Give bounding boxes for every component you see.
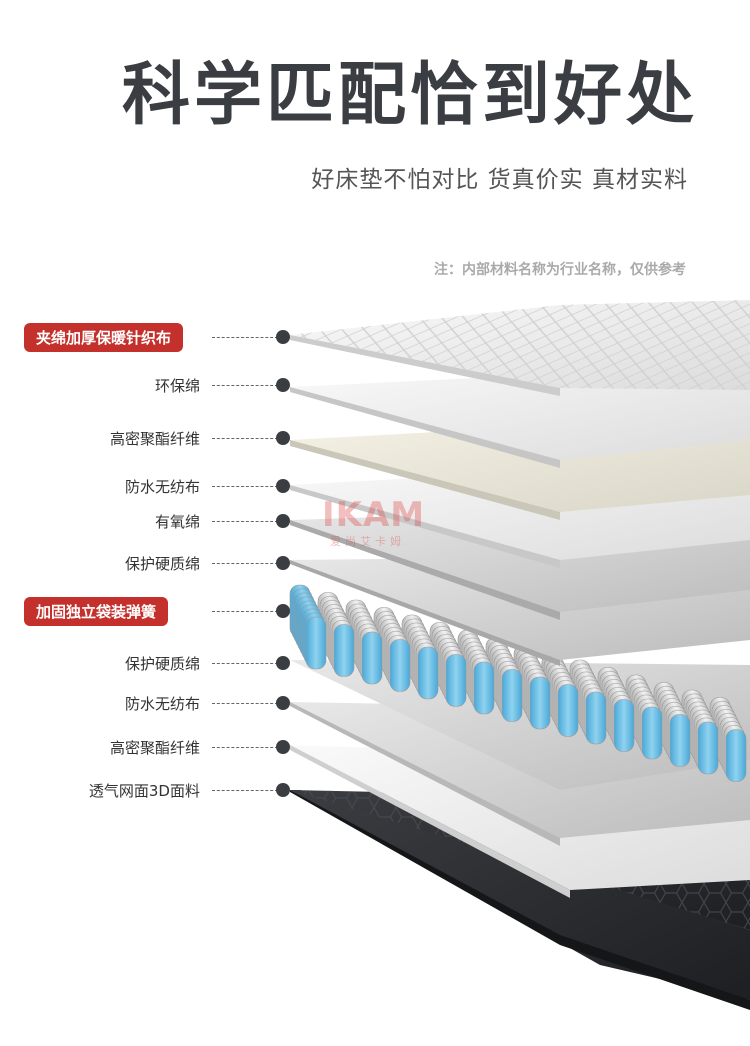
- layer-marker-dot: [276, 783, 290, 797]
- layer-marker-dot: [276, 740, 290, 754]
- spring-coil: [725, 729, 747, 782]
- spring-coil: [473, 661, 495, 715]
- spring-coil: [333, 624, 355, 677]
- spring-coil: [389, 639, 411, 692]
- spring-coil: [669, 714, 691, 767]
- spring-coil: [529, 676, 551, 730]
- layer-label: 有氧绵: [154, 513, 200, 531]
- leader-line: [212, 337, 278, 338]
- page-subtitle: 好床垫不怕对比 货真价实 真材实料: [311, 167, 688, 193]
- brand-watermark-sub: 爱尚艾卡姆: [330, 535, 405, 548]
- layer-label: 高密聚酯纤维: [109, 430, 200, 448]
- layer-marker-dot: [276, 378, 290, 392]
- leader-line: [212, 385, 278, 386]
- leader-line: [212, 521, 278, 522]
- layer-pocket-springs: [289, 584, 747, 782]
- layer-marker-dot: [276, 431, 290, 445]
- spring-coil: [417, 646, 439, 700]
- spring-coil: [697, 721, 719, 775]
- spring-coil: [585, 691, 607, 745]
- layer-label: 保护硬质绵: [124, 555, 200, 573]
- page-title: 科学匹配恰到好处: [121, 56, 698, 135]
- layer-marker-dot: [276, 330, 290, 344]
- layer-marker-dot: [276, 604, 290, 618]
- layer-marker-dot: [276, 556, 290, 570]
- layer-label: 加固独立袋装弹簧: [24, 597, 169, 626]
- layer-marker-dot: [276, 696, 290, 710]
- spring-coil: [641, 706, 663, 760]
- layer-marker-dot: [276, 656, 290, 670]
- brand-watermark: IKAM: [322, 495, 426, 535]
- layer-label: 防水无纺布: [124, 695, 200, 713]
- layer-label: 高密聚酯纤维: [109, 739, 200, 757]
- layer-quilted-knit: [290, 300, 750, 396]
- layer-label: 防水无纺布: [124, 478, 200, 496]
- disclaimer-note: 注：内部材料名称为行业名称，仅供参考: [434, 262, 686, 278]
- leader-line: [212, 703, 278, 704]
- leader-line: [212, 790, 278, 791]
- layer-label: 夹绵加厚保暖针织布: [24, 323, 184, 352]
- layer-marker-dot: [276, 479, 290, 493]
- spring-coil: [501, 669, 523, 722]
- leader-line: [212, 486, 278, 487]
- leader-line: [212, 438, 278, 439]
- layer-marker-dot: [276, 514, 290, 528]
- spring-coil: [305, 616, 327, 670]
- layer-label: 保护硬质绵: [124, 655, 200, 673]
- spring-coil: [557, 684, 579, 737]
- leader-line: [212, 747, 278, 748]
- spring-coil: [361, 631, 383, 685]
- leader-line: [212, 563, 278, 564]
- leader-line: [212, 663, 278, 664]
- spring-coil: [445, 654, 467, 707]
- spring-coil: [613, 699, 635, 752]
- layer-label: 透气网面3D面料: [88, 782, 200, 800]
- leader-line: [212, 611, 278, 612]
- layer-label: 环保绵: [154, 377, 200, 395]
